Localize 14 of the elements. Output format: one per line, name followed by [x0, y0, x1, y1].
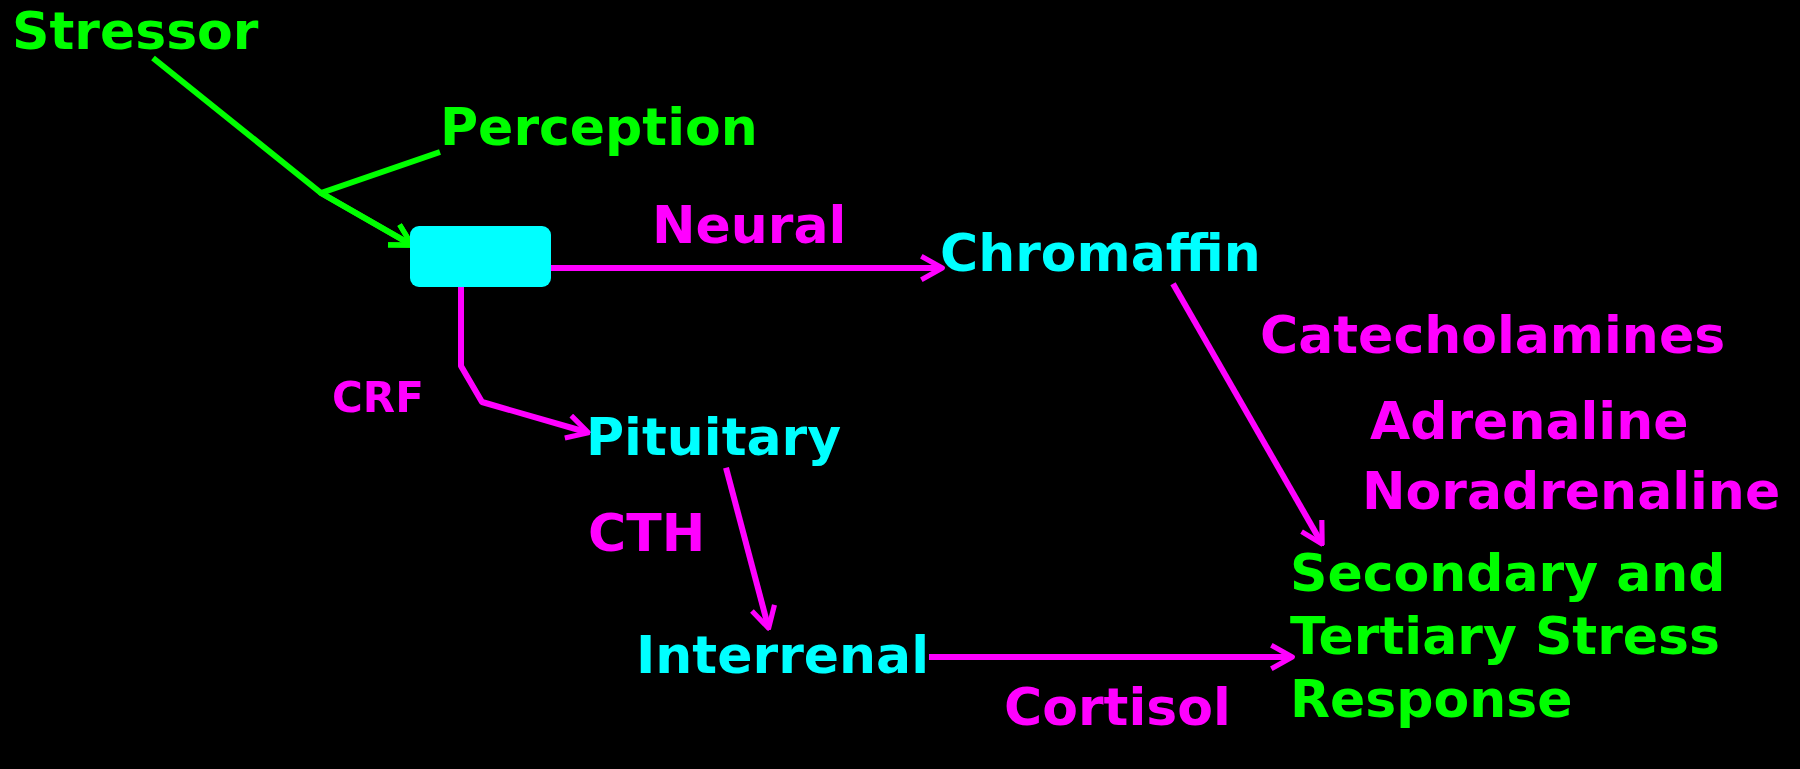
arrow: [458, 287, 591, 441]
arrow: [551, 253, 945, 283]
annotation-text: Noradrenaline: [1362, 462, 1781, 522]
stage-label: Stressor: [12, 2, 259, 62]
stage-label: Secondary and Tertiary Stress Response: [1290, 542, 1790, 731]
arrow: [723, 467, 778, 631]
process-box: [410, 226, 551, 287]
arrow: [318, 149, 441, 248]
stage-label: Chromaffin: [940, 224, 1261, 284]
arrow: [1170, 282, 1325, 547]
stage-label: Perception: [440, 98, 758, 158]
annotation-text: Adrenaline: [1370, 392, 1689, 452]
stage-label: Pituitary: [586, 408, 842, 468]
stage-label: Interrenal: [636, 626, 929, 686]
